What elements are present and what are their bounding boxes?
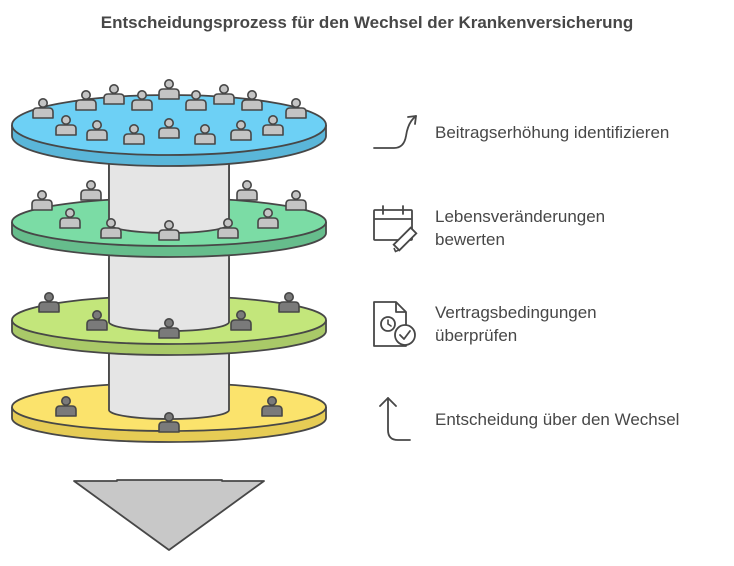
- up-arrow-icon: [376, 394, 420, 444]
- level-2-disc: [12, 160, 326, 257]
- document-clock-check-icon: [370, 298, 424, 350]
- level-4-disc: [12, 350, 326, 442]
- step-1-label: Beitragserhöhung identifizieren: [435, 121, 669, 144]
- down-arrow-shape: [74, 480, 264, 550]
- step-4-label: Entscheidung über den Wechsel: [435, 408, 679, 431]
- calendar-edit-icon: [370, 204, 424, 254]
- level-1-disc: [12, 80, 326, 166]
- trending-up-arrow-icon: [370, 112, 422, 152]
- step-3-label: Vertragsbedingungen überprüfen: [435, 301, 597, 347]
- step-2-label: Lebensveränderungen bewerten: [435, 205, 605, 251]
- level-3-disc: [12, 258, 326, 355]
